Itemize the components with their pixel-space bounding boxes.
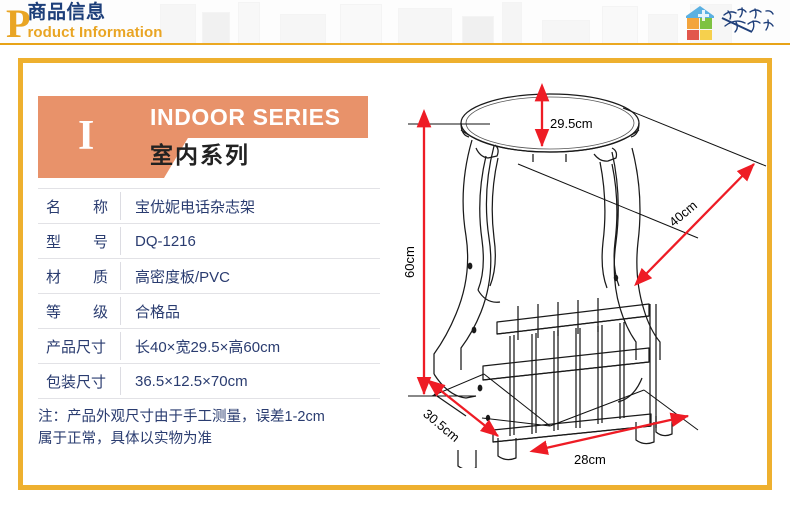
series-title-cn: 室内系列 — [150, 142, 250, 168]
dimension-arrow-base-width — [529, 412, 690, 455]
spec-label-part-b: 称 — [92, 198, 108, 216]
logo-letter-p: P — [6, 1, 30, 45]
series-badge-letter: I — [78, 113, 95, 159]
dimension-arrow-width — [634, 163, 755, 287]
header-background-pattern — [150, 0, 790, 45]
page-header: P 商品信息 roduct Information — [0, 0, 790, 45]
spec-value: 长40×宽29.5×高60cm — [135, 338, 281, 356]
page-title-en: roduct Information — [27, 24, 163, 41]
table-row: 型 号 DQ-1216 — [38, 223, 380, 258]
note-line-2: 属于正常，具体以实物为准 — [38, 431, 212, 447]
header-underline — [0, 43, 790, 45]
series-banner: I INDOOR SERIES 室内系列 — [38, 96, 368, 178]
column-divider — [120, 332, 121, 360]
product-info-panel: I INDOOR SERIES 室内系列 名 称 宝优妮电话杂志架 型 号 DQ… — [38, 96, 383, 466]
page-title: P 商品信息 roduct Information — [6, 2, 163, 44]
spec-value: DQ-1216 — [135, 232, 196, 250]
spec-label-part-b: 号 — [92, 233, 108, 251]
table-row: 产品尺寸 长40×宽29.5×高60cm — [38, 328, 380, 363]
spec-label-part-b: 质 — [92, 268, 108, 286]
page-title-cn: 商品信息 — [27, 2, 106, 23]
spec-label-part-a: 名 — [46, 198, 62, 216]
spec-label-part-b: 级 — [92, 303, 108, 321]
spec-value: 宝优妮电话杂志架 — [135, 198, 256, 216]
column-divider — [120, 262, 121, 290]
dimension-arrow-base-depth — [426, 379, 499, 437]
spec-value: 高密度板/PVC — [135, 268, 231, 286]
note-line-1: 注：产品外观尺寸由于手工测量，误差1-2cm — [38, 409, 325, 425]
spec-value: 合格品 — [135, 303, 181, 321]
measurement-note: 注：产品外观尺寸由于手工测量，误差1-2cm 属于正常，具体以实物为准 — [38, 398, 380, 450]
spec-label: 包装尺寸 — [46, 373, 107, 391]
dimension-label-base-width: 28cm — [574, 452, 606, 467]
table-row: 名 称 宝优妮电话杂志架 — [38, 188, 380, 223]
product-line-drawing — [408, 82, 767, 471]
spec-value: 36.5×12.5×70cm — [135, 372, 248, 390]
product-diagram: 29.5cm 40cm 60cm 30.5cm 28cm — [398, 78, 772, 471]
column-divider — [120, 227, 121, 255]
dimension-label-depth: 29.5cm — [550, 116, 593, 131]
spec-label: 产品尺寸 — [46, 338, 107, 356]
spec-label-part-a: 等 — [46, 303, 62, 321]
specification-table: 名 称 宝优妮电话杂志架 型 号 DQ-1216 材 质 高密度板/PVC — [38, 188, 380, 450]
spec-label-part-a: 型 — [46, 233, 62, 251]
series-title-en: INDOOR SERIES — [150, 104, 341, 130]
column-divider — [120, 367, 121, 395]
house-puzzle-logo — [686, 6, 774, 40]
table-row: 等 级 合格品 — [38, 293, 380, 328]
spec-label-part-a: 材 — [46, 268, 62, 286]
column-divider — [120, 297, 121, 325]
column-divider — [120, 192, 121, 220]
table-row: 材 质 高密度板/PVC — [38, 258, 380, 293]
table-row: 包装尺寸 36.5×12.5×70cm — [38, 363, 380, 398]
dimension-label-height: 60cm — [402, 246, 417, 278]
